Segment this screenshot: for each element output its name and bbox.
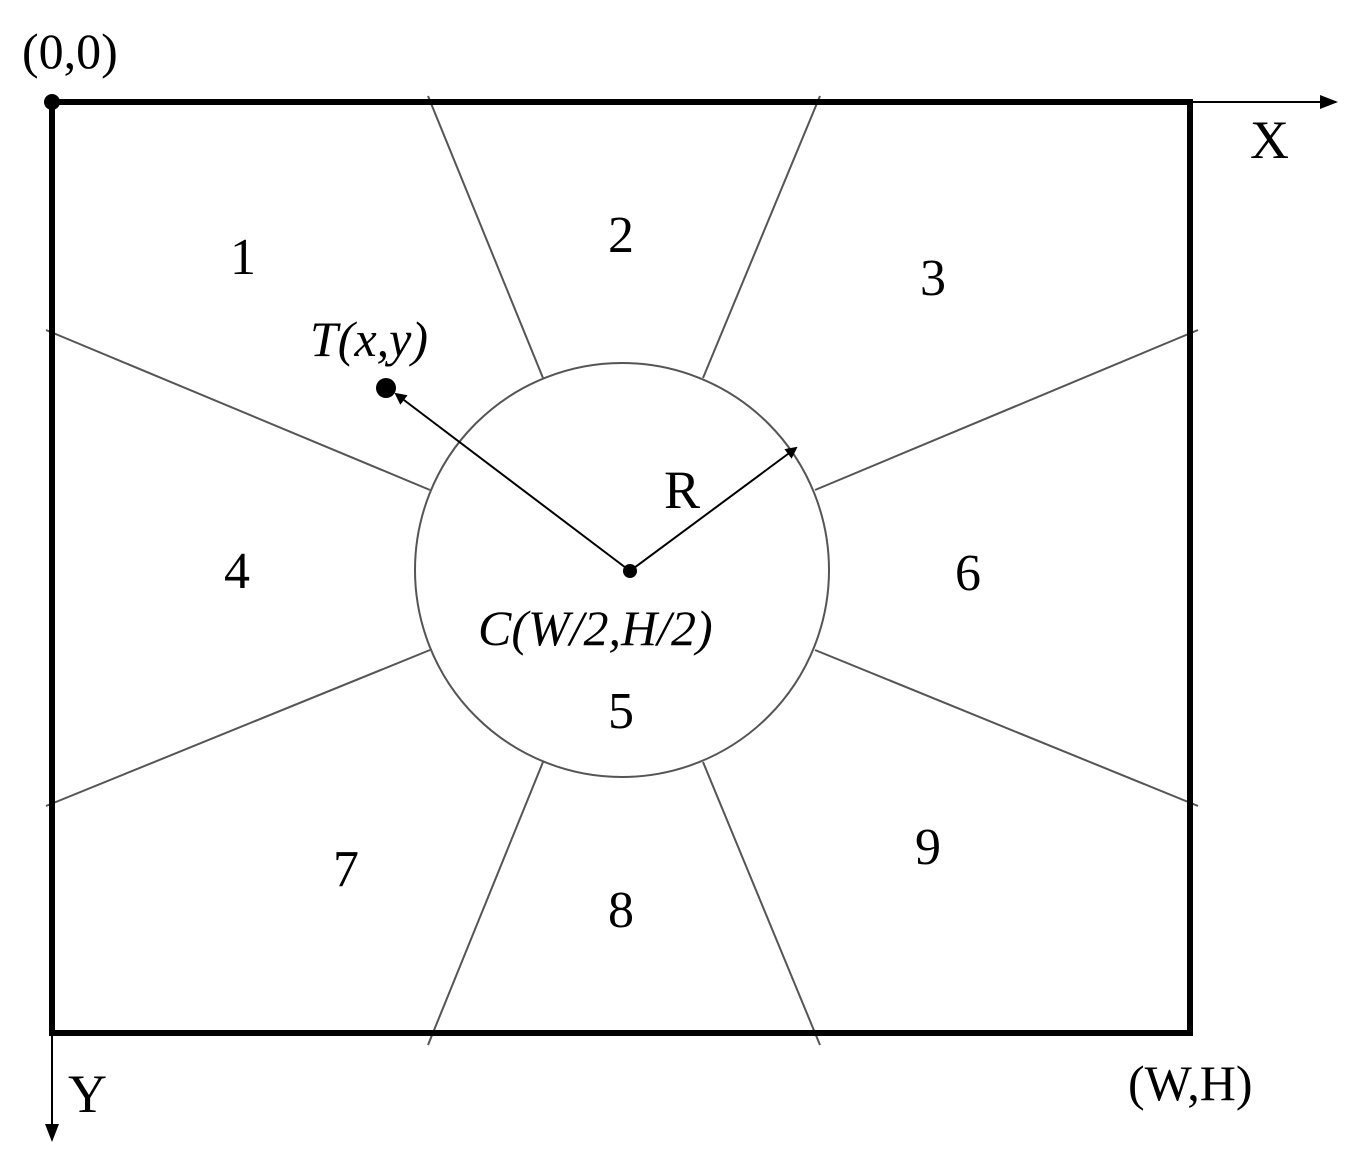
region-4: 4 bbox=[224, 543, 250, 600]
origin-label: (0,0) bbox=[22, 23, 118, 79]
image-boundary bbox=[49, 99, 1193, 1036]
region-3: 3 bbox=[920, 250, 946, 307]
point-t-dot bbox=[376, 378, 396, 398]
region-7: 7 bbox=[333, 841, 359, 898]
y-axis-label: Y bbox=[68, 1064, 107, 1124]
radius-label: R bbox=[664, 460, 700, 520]
divider-bottom-right bbox=[702, 761, 821, 1046]
region-dividers bbox=[45, 95, 1199, 1046]
region-1: 1 bbox=[230, 229, 256, 286]
corner-label: (W,H) bbox=[1128, 1055, 1253, 1111]
region-8: 8 bbox=[608, 882, 634, 939]
x-axis-label: X bbox=[1250, 110, 1289, 170]
radius-vector bbox=[629, 446, 798, 572]
divider-bottom-left bbox=[427, 761, 544, 1046]
divider-top-right bbox=[702, 95, 821, 379]
divider-top-left bbox=[427, 95, 544, 379]
point-t-label: T(x,y) bbox=[310, 311, 428, 367]
divider-left-upper bbox=[45, 329, 431, 491]
center-circle bbox=[414, 362, 830, 778]
vector-to-t bbox=[394, 392, 631, 572]
region-9: 9 bbox=[915, 819, 941, 876]
divider-left-lower bbox=[45, 649, 431, 807]
region-2: 2 bbox=[608, 207, 634, 264]
divider-right-upper bbox=[814, 329, 1199, 491]
center-point-dot bbox=[623, 564, 637, 578]
region-5: 5 bbox=[608, 683, 634, 740]
center-label: C(W/2,H/2) bbox=[478, 600, 713, 656]
region-6: 6 bbox=[955, 545, 981, 602]
origin-dot bbox=[44, 94, 60, 110]
divider-right-lower bbox=[814, 649, 1199, 807]
